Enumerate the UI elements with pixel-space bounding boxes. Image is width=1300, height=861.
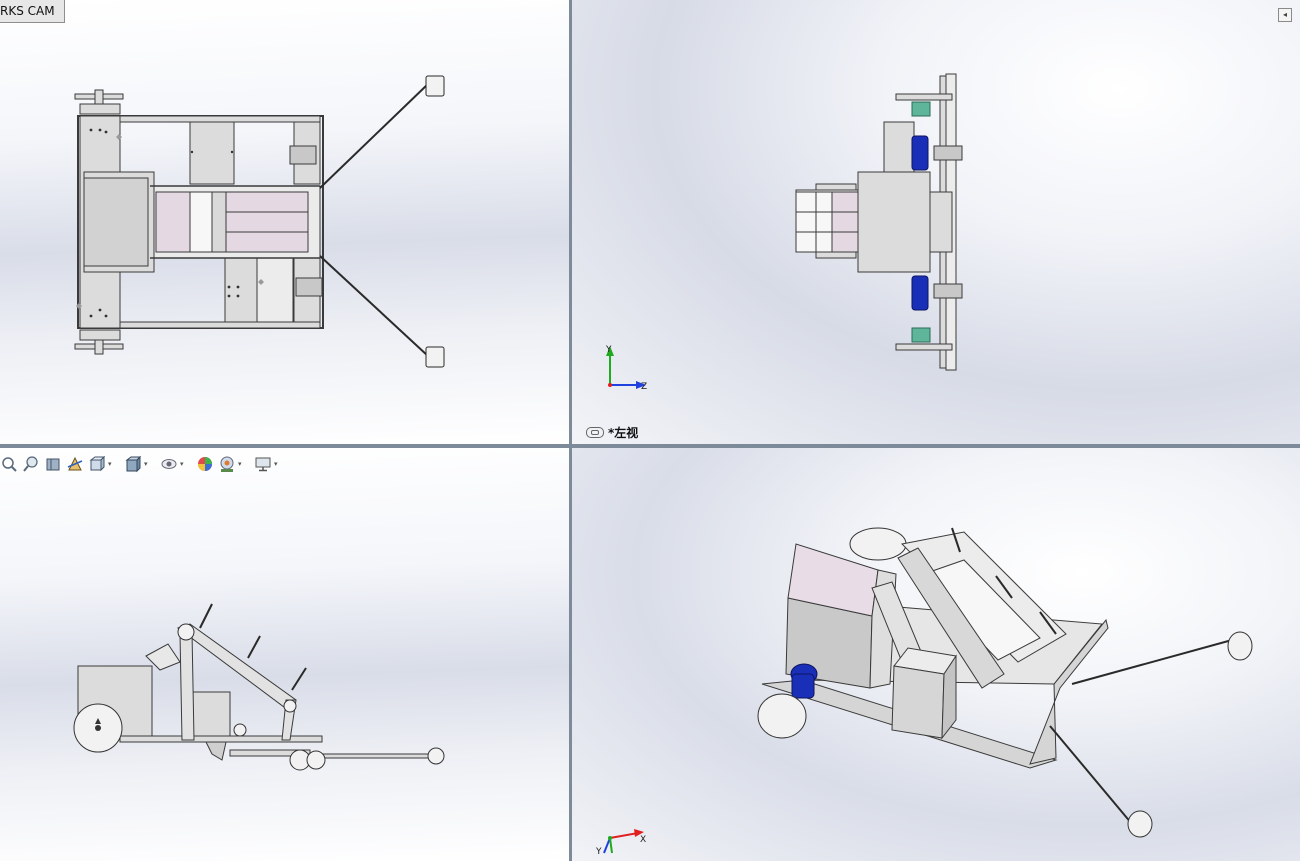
view-orientation-dropdown[interactable]: ▾ (108, 460, 112, 468)
apply-scene-icon[interactable] (218, 455, 236, 473)
orientation-triad-iso (603, 829, 644, 854)
triad-y-label-iso: Y (595, 847, 602, 857)
view-name-text: *左视 (608, 426, 639, 440)
display-style-dropdown[interactable]: ▾ (144, 460, 148, 468)
hide-show-dropdown[interactable]: ▾ (180, 460, 184, 468)
triad-y-label: Y (605, 345, 612, 355)
zoom-to-area-icon[interactable] (22, 455, 40, 473)
view-settings-icon[interactable] (254, 455, 272, 473)
left-view-model: Y Z (605, 73, 963, 392)
section-view-icon[interactable] (66, 455, 84, 473)
view-orientation-icon[interactable] (88, 455, 106, 473)
viewport-front-view[interactable]: ▾ ▾ ▾ ▾ ▾ (0, 448, 569, 861)
link-views-icon[interactable] (586, 427, 604, 438)
heads-up-view-toolbar: ▾ ▾ ▾ ▾ ▾ (0, 454, 286, 474)
zoom-to-fit-icon[interactable] (0, 455, 18, 473)
previous-view-icon[interactable] (44, 455, 62, 473)
viewport-left-view[interactable]: ◂ (572, 0, 1300, 444)
vertical-viewport-splitter[interactable] (569, 0, 572, 861)
front-view-model (73, 603, 445, 771)
horizontal-viewport-splitter[interactable] (0, 444, 1300, 448)
cam-tab[interactable]: RKS CAM (0, 0, 65, 23)
view-settings-dropdown[interactable]: ▾ (274, 460, 278, 468)
triad-z-label: Z (641, 382, 647, 392)
viewport-top-view[interactable]: RKS CAM (0, 0, 569, 444)
apply-scene-dropdown[interactable]: ▾ (238, 460, 242, 468)
collapse-viewport-icon[interactable]: ◂ (1278, 8, 1292, 22)
hide-show-items-icon[interactable] (160, 455, 178, 473)
edit-appearance-icon[interactable] (196, 455, 214, 473)
view-name-label: *左视 (586, 424, 638, 441)
isometric-view-model: X Y (595, 527, 1253, 857)
viewport-isometric-view[interactable]: X Y (572, 448, 1300, 861)
triad-x-label: X (640, 835, 646, 845)
orientation-triad (606, 346, 646, 389)
display-style-icon[interactable] (124, 455, 142, 473)
top-view-model (74, 75, 445, 368)
